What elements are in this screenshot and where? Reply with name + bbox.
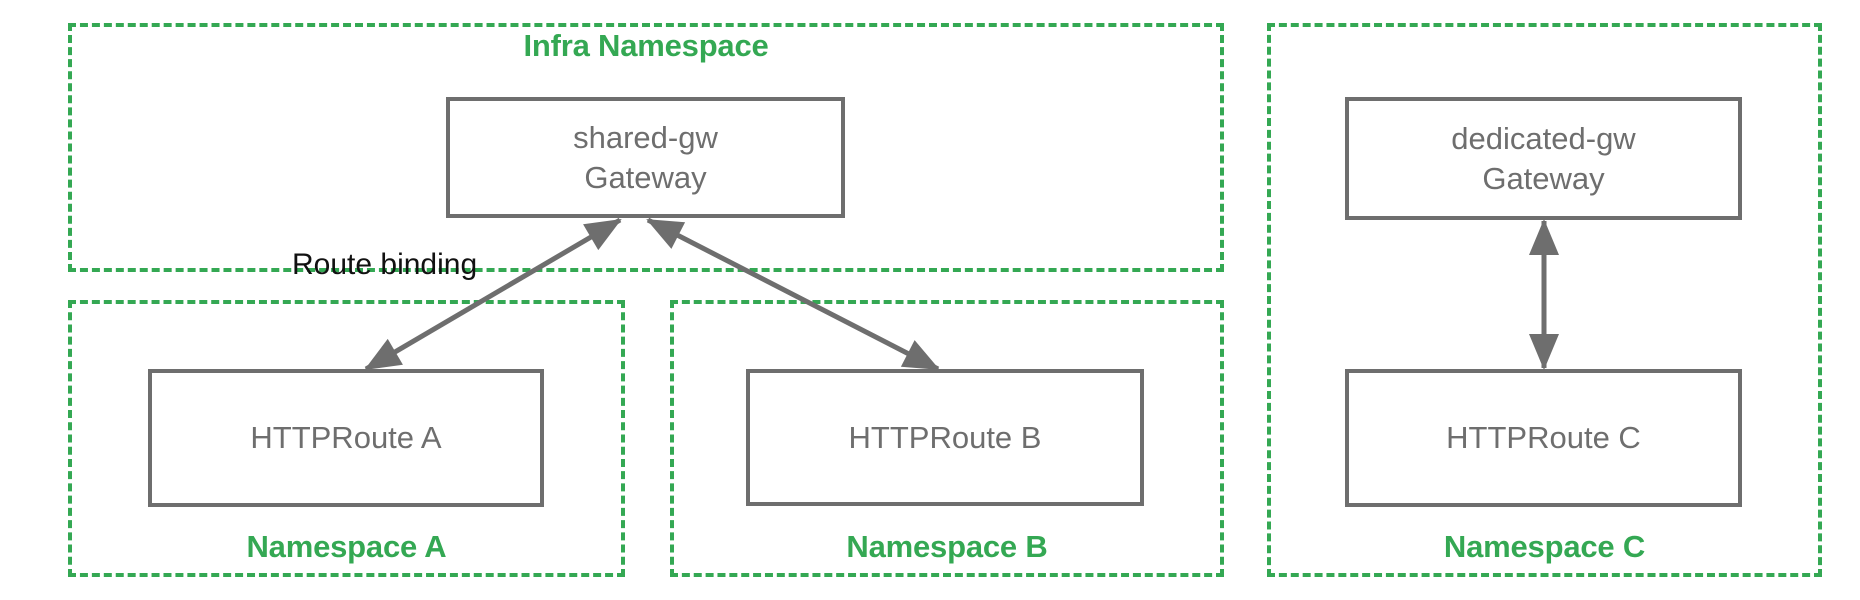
namespace-label-a: Namespace A [246,529,447,564]
namespace-label-c: Namespace C [1443,529,1646,564]
node-httproute-a[interactable]: HTTPRoute A [148,369,544,507]
namespace-box-a [68,300,625,577]
namespace-label-b: Namespace B [846,529,1048,564]
edge-label-route-binding: Route binding [292,248,478,281]
node-dedicated-gw[interactable]: dedicated-gw Gateway [1345,97,1742,220]
node-httproute-b[interactable]: HTTPRoute B [746,369,1144,506]
namespace-box-b [670,300,1224,577]
namespace-label-infra: Infra Namespace [523,28,769,63]
namespace-box-infra [68,23,1224,272]
node-httproute-c[interactable]: HTTPRoute C [1345,369,1742,507]
namespace-box-c [1267,23,1822,577]
node-shared-gw[interactable]: shared-gw Gateway [446,97,845,218]
